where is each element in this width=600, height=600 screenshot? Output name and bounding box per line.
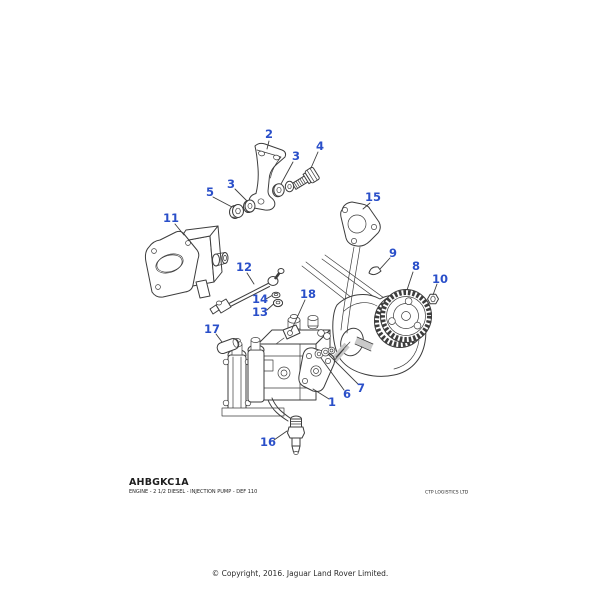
pump-gasket	[340, 201, 381, 334]
callout-label-16[interactable]: 16	[260, 435, 276, 449]
drawing-code: AHBGKC1A	[129, 477, 189, 488]
callout-label-11[interactable]: 11	[163, 211, 179, 225]
link-rod-nut	[272, 298, 284, 308]
link-rod-washer	[271, 291, 281, 299]
woodruff-key	[368, 266, 382, 276]
washer-left	[243, 199, 256, 213]
support-bracket	[248, 142, 287, 211]
bolt	[291, 166, 320, 190]
callout-leader-lines	[174, 140, 438, 441]
callout-label-8[interactable]: 8	[412, 259, 420, 273]
throttle-link-rod	[209, 268, 285, 315]
callout-label-14[interactable]: 14	[252, 292, 268, 306]
callout-label-9[interactable]: 9	[389, 246, 397, 260]
overflow-valve	[287, 415, 305, 455]
callout-label-3b[interactable]: 3	[227, 177, 235, 191]
supplier-name: CTP LOGISTICS LTD	[425, 490, 469, 495]
spring-washer	[284, 180, 295, 193]
spacer-pin	[216, 337, 240, 355]
copyright-notice: © Copyright, 2016. Jaguar Land Rover Lim…	[211, 569, 389, 578]
callout-label-4[interactable]: 4	[316, 139, 324, 153]
callout-label-3a[interactable]: 3	[292, 149, 300, 163]
washer-right	[273, 183, 285, 197]
drawing-description: ENGINE - 2 1/2 DIESEL - INJECTION PUMP -…	[129, 489, 258, 495]
nut	[229, 204, 244, 219]
callout-label-17[interactable]: 17	[204, 322, 220, 336]
mounting-bracket	[144, 225, 229, 299]
callout-label-12[interactable]: 12	[236, 260, 252, 274]
gear-nut	[427, 293, 439, 305]
callout-label-10[interactable]: 10	[432, 272, 448, 286]
injection-pump-body	[221, 314, 336, 422]
callout-label-2[interactable]: 2	[265, 127, 273, 141]
upper-bracket-assembly	[229, 142, 320, 219]
callout-labels: 2 3 4 3 5 11 15 12 14 13 18 9 8 10 17 1 …	[163, 127, 448, 449]
timing-gear	[374, 289, 432, 348]
callout-label-18[interactable]: 18	[300, 287, 316, 301]
callout-label-15[interactable]: 15	[365, 190, 381, 204]
callout-label-5[interactable]: 5	[206, 185, 214, 199]
callout-label-7[interactable]: 7	[357, 381, 365, 395]
callout-label-6[interactable]: 6	[343, 387, 351, 401]
callout-label-1[interactable]: 1	[328, 395, 336, 409]
callout-label-13[interactable]: 13	[252, 305, 268, 319]
